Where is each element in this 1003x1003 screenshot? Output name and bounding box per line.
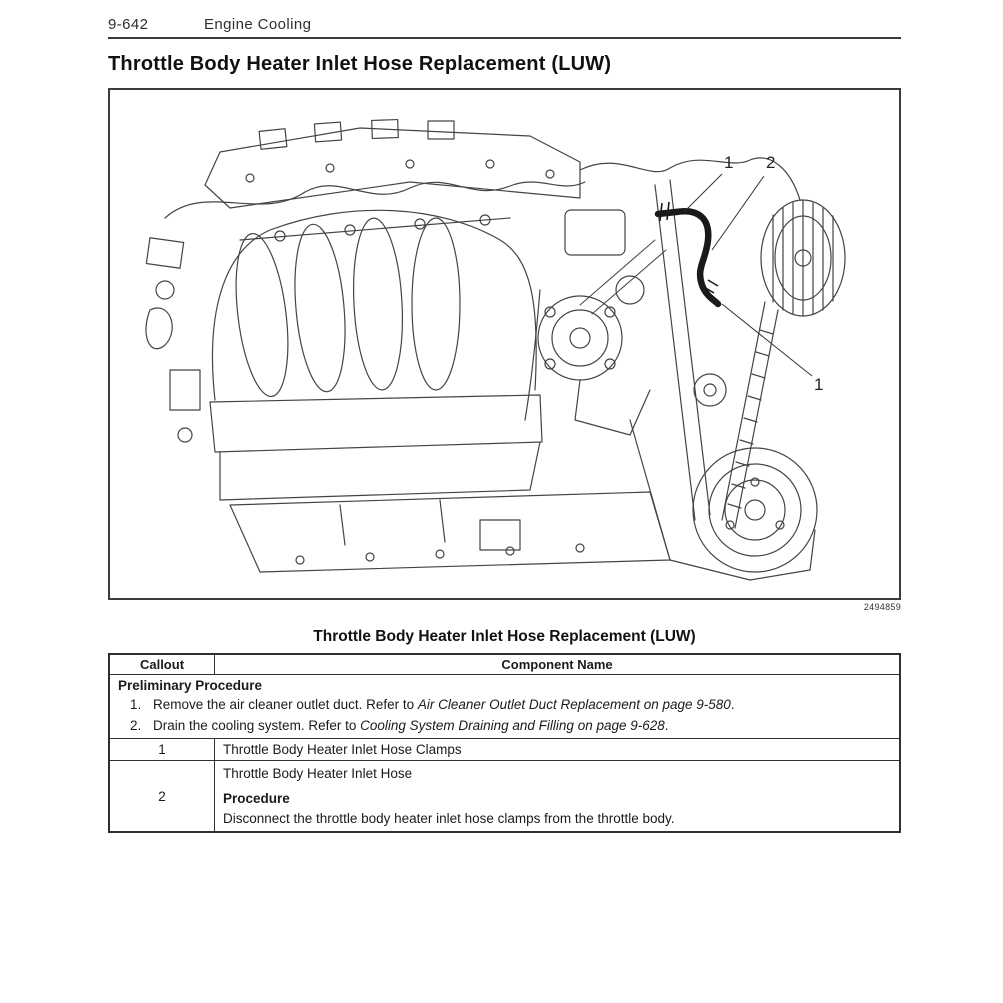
- step-text: Remove the air cleaner outlet duct. Refe…: [153, 697, 418, 712]
- table-row: 1 Throttle Body Heater Inlet Hose Clamps: [108, 738, 901, 762]
- figure-frame: 1 2 1: [108, 88, 901, 600]
- heater-inlet-hose: [654, 207, 722, 308]
- step-number: 1.: [130, 697, 142, 712]
- parts-table: Callout Component Name Preliminary Proce…: [108, 653, 901, 834]
- step-reference: Cooling System Draining and Filling on p…: [360, 718, 665, 734]
- preliminary-procedure-title: Preliminary Procedure: [118, 678, 263, 693]
- chapter-title: Engine Cooling: [204, 16, 312, 33]
- callout-column-header: Callout: [108, 653, 215, 675]
- step-suffix: .: [664, 718, 669, 734]
- component-cell: Throttle Body Heater Inlet Hose Clamps: [214, 738, 901, 762]
- step-number: 2.: [130, 718, 142, 734]
- step-suffix: .: [730, 697, 735, 712]
- callout-cell: 2: [108, 760, 215, 833]
- preliminary-procedure-cell: Preliminary Procedure 1. Remove the air …: [108, 673, 901, 740]
- page-header: 9-642 Engine Cooling: [108, 16, 901, 39]
- manual-page: 9-642 Engine Cooling Throttle Body Heate…: [108, 16, 901, 834]
- component-column-header: Component Name: [214, 653, 901, 675]
- preliminary-step-2: 2. Drain the cooling system. Refer to Co…: [118, 717, 891, 735]
- callout-label-1-top: 1: [724, 153, 733, 172]
- engine-diagram: 1 2 1: [145, 118, 846, 581]
- hose-clamps: [659, 201, 719, 294]
- procedure-heading: Procedure: [223, 791, 290, 806]
- step-text-wrap: Drain the cooling system. Refer to Cooli…: [153, 717, 669, 735]
- figure-number: 2494859: [863, 602, 901, 612]
- preliminary-procedure-row: Preliminary Procedure 1. Remove the air …: [108, 673, 901, 740]
- step-text-wrap: Remove the air cleaner outlet duct. Refe…: [153, 696, 735, 714]
- component-cell: Throttle Body Heater Inlet Hose Procedur…: [214, 760, 901, 833]
- page-number: 9-642: [108, 16, 149, 33]
- section-title: Throttle Body Heater Inlet Hose Replacem…: [108, 53, 612, 75]
- step-reference: Air Cleaner Outlet Duct Replacement on p…: [417, 697, 731, 712]
- callout-label-1-right: 1: [814, 375, 823, 394]
- engine-line-art: [145, 118, 846, 581]
- callout-leader-lines: [683, 173, 813, 377]
- table-header-row: Callout Component Name: [108, 653, 901, 675]
- table-row: 2 Throttle Body Heater Inlet Hose Proced…: [108, 760, 901, 833]
- callout-label-2: 2: [766, 153, 775, 172]
- procedure-text: Disconnect the throttle body heater inle…: [223, 810, 675, 826]
- callout-cell: 1: [108, 738, 215, 762]
- table-caption: Throttle Body Heater Inlet Hose Replacem…: [313, 628, 696, 645]
- component-name: Throttle Body Heater Inlet Hose: [223, 766, 413, 782]
- step-text: Drain the cooling system. Refer to: [153, 718, 361, 734]
- preliminary-step-1: 1. Remove the air cleaner outlet duct. R…: [118, 696, 891, 714]
